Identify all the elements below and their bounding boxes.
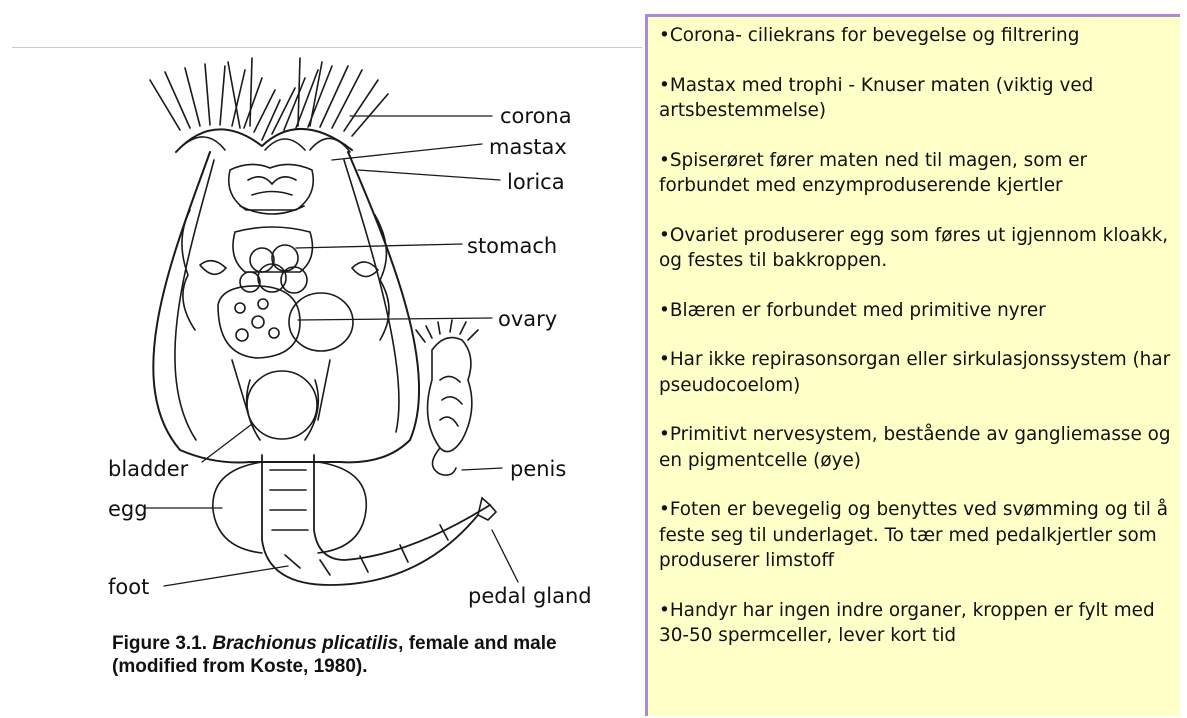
label-mastax: mastax xyxy=(489,135,567,159)
label-corona: corona xyxy=(500,104,572,128)
label-bladder: bladder xyxy=(108,457,189,481)
note-corona: •Corona- ciliekrans for bevegelse og fil… xyxy=(659,23,1172,49)
figure-caption: Figure 3.1. Brachionus plicatilis, femal… xyxy=(112,632,642,678)
note-respiration: •Har ikke repirasonsorgan eller sirkulas… xyxy=(659,347,1172,398)
note-nervesystem: •Primitivt nervesystem, bestående av gan… xyxy=(659,422,1172,473)
rotifer-diagram: corona mastax lorica stomach ovary penis… xyxy=(0,0,645,630)
note-ovariet: •Ovariet produserer egg som føres ut igj… xyxy=(659,223,1172,274)
leader-pedal-gland xyxy=(492,530,518,582)
caption-species: Brachionus plicatilis xyxy=(212,633,398,654)
caption-line-1: Figure 3.1. Brachionus plicatilis, femal… xyxy=(112,632,642,655)
label-ovary: ovary xyxy=(498,307,557,331)
note-foten: •Foten er bevegelig og benyttes ved svøm… xyxy=(659,497,1172,574)
leader-foot xyxy=(164,566,288,586)
leader-lorica xyxy=(358,170,500,180)
corona-cilia xyxy=(150,58,388,152)
leader-bladder xyxy=(202,424,252,462)
caption-line-2: (modified from Koste, 1980). xyxy=(112,655,642,678)
label-stomach: stomach xyxy=(467,234,557,258)
leader-ovary xyxy=(298,318,492,320)
stomach-shape xyxy=(233,227,313,293)
label-pedal-gland: pedal gland xyxy=(468,584,592,608)
caption-prefix: Figure 3.1. xyxy=(112,633,212,654)
note-mastax: •Mastax med trophi - Knuser maten (vikti… xyxy=(659,73,1172,124)
leader-mastax xyxy=(332,144,482,160)
leader-penis xyxy=(462,468,502,470)
note-blaeren: •Blæren er forbundet med primitive nyrer xyxy=(659,298,1172,324)
note-handyr: •Handyr har ingen indre organer, kroppen… xyxy=(659,598,1172,649)
egg-shape xyxy=(213,462,366,553)
mastax-shape xyxy=(229,164,314,214)
label-penis: penis xyxy=(510,457,566,481)
male-rotifer xyxy=(416,320,478,475)
label-foot: foot xyxy=(108,575,149,599)
bladder-shape xyxy=(247,371,317,439)
label-lorica: lorica xyxy=(507,170,565,194)
label-egg: egg xyxy=(108,497,148,521)
notes-panel: •Corona- ciliekrans for bevegelse og fil… xyxy=(645,14,1180,716)
lorica-outline xyxy=(153,152,419,463)
note-spiseroret: •Spiserøret fører maten ned til magen, s… xyxy=(659,148,1172,199)
ovary-shape xyxy=(218,286,353,358)
caption-suffix: , female and male xyxy=(398,633,556,654)
leader-stomach xyxy=(296,244,462,248)
